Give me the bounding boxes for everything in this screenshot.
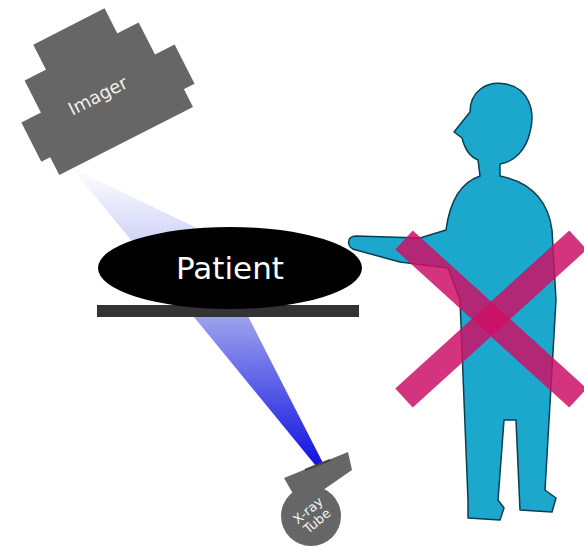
node-label: X-ray Tube: [284, 488, 342, 543]
prohibition-cross: [404, 240, 578, 398]
node-label: Imager: [65, 73, 131, 120]
patient-ellipse: Patient: [97, 226, 363, 310]
imager-label-box: Imager: [59, 69, 137, 124]
xray-tube-label-box: X-ray Tube: [278, 484, 349, 547]
xray-tube-body: [281, 452, 352, 546]
imager-body: [0, 0, 204, 180]
node-label: Patient: [176, 251, 284, 285]
ellipse-shape: [98, 227, 362, 309]
